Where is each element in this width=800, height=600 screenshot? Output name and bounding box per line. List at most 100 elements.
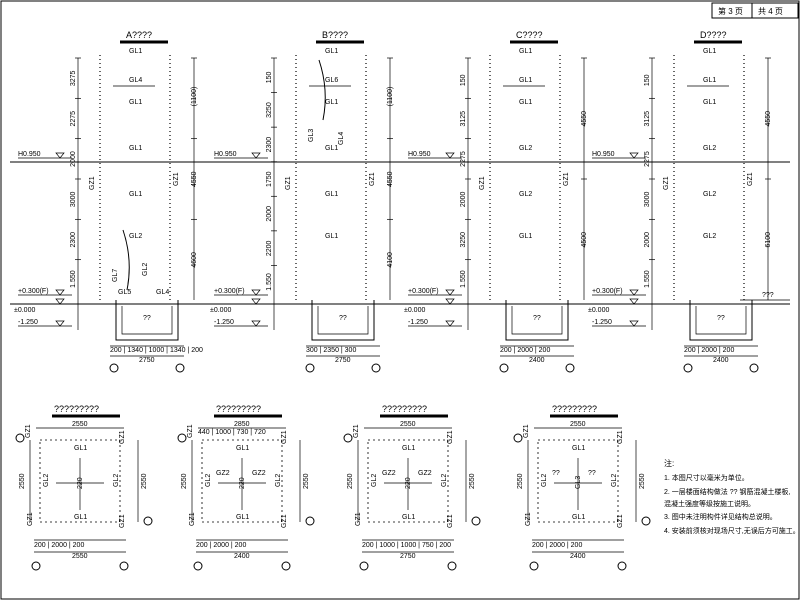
member-top-girder: GL1 — [325, 48, 338, 55]
plan-axis-side — [471, 516, 481, 526]
plan-member-left: GL2 — [371, 474, 378, 487]
plan-title: ????????? — [382, 404, 427, 414]
axis-mark-left — [499, 363, 509, 373]
member-col-left: GZ1 — [89, 176, 96, 190]
plan-corner-bl: GZ1 — [189, 512, 196, 526]
plan-inner-b: ?? — [588, 470, 596, 477]
level-zero-triangle — [445, 298, 455, 305]
plan-side-dim-right: 2550 — [141, 473, 148, 489]
plan-side-dim-right: 2550 — [469, 473, 476, 489]
pit-mark: ?? — [533, 315, 541, 322]
sheet-number: 第 3 页 — [718, 6, 743, 16]
plan-title: ????????? — [552, 404, 597, 414]
pit-dims-bottom: 2400 — [529, 357, 545, 364]
plan-axis-right — [281, 561, 291, 571]
member-girder-b: GL1 — [129, 145, 142, 152]
level-top-label: H0.950 — [214, 151, 237, 158]
elevation-2: B????150325023001750200022001.550(1100)4… — [210, 30, 394, 373]
level-mid-triangle — [251, 289, 261, 296]
left-dim-text: 150 — [644, 74, 651, 86]
left-dim-text: 3250 — [460, 232, 467, 248]
plan-member-right: GL2 — [611, 474, 618, 487]
note-3: 混凝土强度等级按施工说明。 — [664, 499, 755, 508]
plan-axis-right — [447, 561, 457, 571]
right-dim-text: 4550 — [581, 111, 588, 127]
member-girder-a: GL1 — [703, 99, 716, 106]
plan-member-right: GL2 — [275, 474, 282, 487]
plan-title: ????????? — [54, 404, 99, 414]
member-tie: GL2 — [703, 233, 716, 240]
member-mid-girder: GL6 — [325, 77, 338, 84]
plan-top-dim: 2550 — [72, 421, 88, 428]
member-beam-c: GL1 — [129, 191, 142, 198]
right-dim-text: 4550 — [191, 171, 198, 187]
plan-member-bottom: GL1 — [402, 514, 415, 521]
plan-axis-top — [15, 433, 25, 443]
member-top-girder: GL1 — [519, 48, 532, 55]
level-top-triangle — [629, 152, 639, 159]
left-dim-text: 3125 — [460, 111, 467, 127]
elevation-1: A????327522752000300023001.550(1100)4550… — [14, 30, 203, 373]
level-zero-label: ±0.000 — [588, 307, 609, 314]
left-dim-text: 1750 — [266, 171, 273, 187]
plan-member-bottom: GL1 — [236, 514, 249, 521]
level-bottom-label: -1.250 — [592, 319, 612, 326]
member-pit-left: GL5 — [118, 289, 131, 296]
elevation-4: D????15031252275300020001.55045506100H0.… — [588, 30, 772, 373]
member-top-girder: GL1 — [703, 48, 716, 55]
axis-mark-left — [109, 363, 119, 373]
member-top-girder: GL1 — [129, 48, 142, 55]
level-bottom-triangle — [629, 320, 639, 327]
right-dim-text: (1100) — [191, 87, 198, 107]
note-4: 3. 图中未注明构件详见结构总说明。 — [664, 512, 777, 521]
right-dim-text: 4550 — [765, 111, 772, 127]
diagonal-a — [122, 229, 130, 291]
plan-top-dim: 2550 — [400, 421, 416, 428]
note-5: 4. 安装前须核对现场尺寸,无误后方可施工。 — [664, 526, 800, 535]
left-dim-text: 2000 — [266, 206, 273, 222]
level-top-label: H0.950 — [592, 151, 615, 158]
plan-center-label: GL3 — [575, 476, 582, 489]
plan-corner-br: GZ1 — [617, 514, 624, 528]
plan-frame — [537, 439, 619, 523]
pit-dims-top: 200 | 1340 | 1000 | 1340 | 200 — [110, 347, 203, 354]
plan-inner-b: GZ2 — [252, 470, 266, 477]
plan-axis-top — [177, 433, 187, 443]
member-beam-c: GL2 — [519, 191, 532, 198]
axis-mark-left — [305, 363, 315, 373]
pit-dims-top: 300 | 2350 | 300 — [306, 347, 356, 354]
level-bottom-triangle — [251, 320, 261, 327]
level-top-label: H0.950 — [408, 151, 431, 158]
plan-side-dim-right: 2550 — [639, 473, 646, 489]
plan-corner-tr: GZ1 — [447, 430, 454, 444]
left-dim-text: 3000 — [644, 191, 651, 207]
axis-mark-right — [175, 363, 185, 373]
level-bottom-triangle — [445, 320, 455, 327]
plan-member-left: GL2 — [541, 474, 548, 487]
plan-corner-tr: GZ1 — [281, 430, 288, 444]
plan-corner-tr: GZ1 — [617, 430, 624, 444]
left-dim-text: 2275 — [644, 151, 651, 167]
plan-inner-a: GZ2 — [382, 470, 396, 477]
member-mid-girder: GL1 — [519, 77, 532, 84]
level-mid-label: +0.300(F) — [18, 288, 49, 295]
member-mid-girder: GL4 — [129, 77, 142, 84]
notes-block: 注: 1. 本图尺寸以毫米为单位。 2. 一层楼面结构做法 ?? 钢筋混凝土楼板… — [664, 458, 800, 535]
elevation-title: C???? — [516, 30, 543, 40]
elevation-title: A???? — [126, 30, 152, 40]
pit-dims-bottom: 2750 — [335, 357, 351, 364]
pit-outline — [115, 300, 179, 341]
left-dim-text: 150 — [266, 71, 273, 83]
plan-inner-a: ?? — [552, 470, 560, 477]
member-girder-a: GL1 — [325, 99, 338, 106]
pit-inner — [121, 306, 173, 335]
plan-top-dim: 2550 — [570, 421, 586, 428]
plan-corner-tl: GZ1 — [25, 424, 32, 438]
left-dim-text: 2200 — [266, 240, 273, 256]
plan-axis-top — [513, 433, 523, 443]
